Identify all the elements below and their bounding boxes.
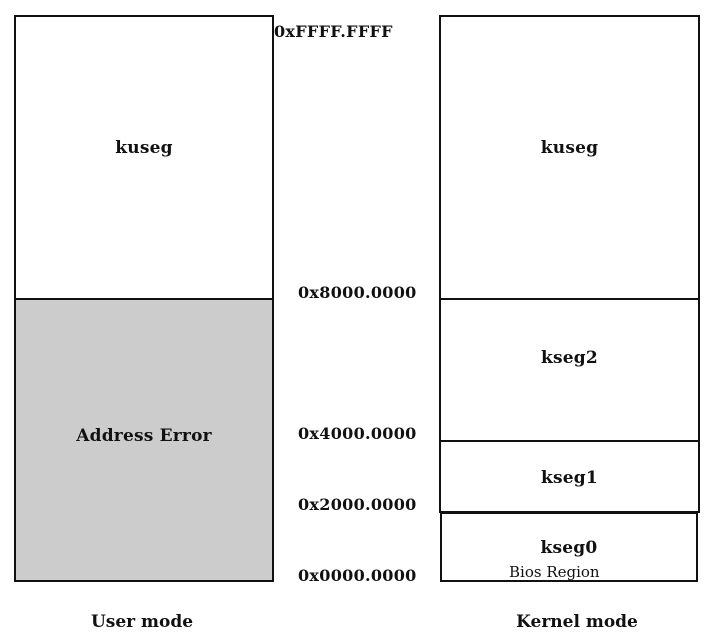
user-address-error-segment: Address Error — [14, 298, 274, 582]
kseg2-segment: kseg2 — [439, 298, 700, 442]
address-label-8000: 0x8000.0000 — [298, 283, 417, 302]
user-kuseg-segment: kuseg — [14, 15, 274, 300]
user-mode-label: User mode — [90, 612, 194, 632]
kseg1-segment: kseg1 — [439, 440, 700, 513]
address-label-2000: 0x2000.0000 — [298, 495, 417, 514]
bios-region-label: Bios Region — [509, 563, 600, 581]
user-kuseg-label: kuseg — [115, 137, 173, 158]
address-label-4000: 0x4000.0000 — [298, 424, 417, 443]
kernel-kuseg-label: kuseg — [540, 137, 599, 158]
kseg0-label: kseg0 — [540, 538, 598, 558]
address-label-0000: 0x0000.0000 — [298, 566, 417, 585]
kseg2-label: kseg2 — [541, 348, 598, 368]
kernel-mode-label: Kernel mode — [516, 612, 638, 632]
kernel-kuseg-segment: kuseg — [439, 15, 700, 300]
kseg0-segment: kseg0 — [440, 512, 698, 582]
address-label-top: 0xFFFF.FFFF — [274, 22, 393, 41]
address-error-label: Address Error — [76, 426, 212, 446]
kseg1-label: kseg1 — [541, 467, 598, 488]
